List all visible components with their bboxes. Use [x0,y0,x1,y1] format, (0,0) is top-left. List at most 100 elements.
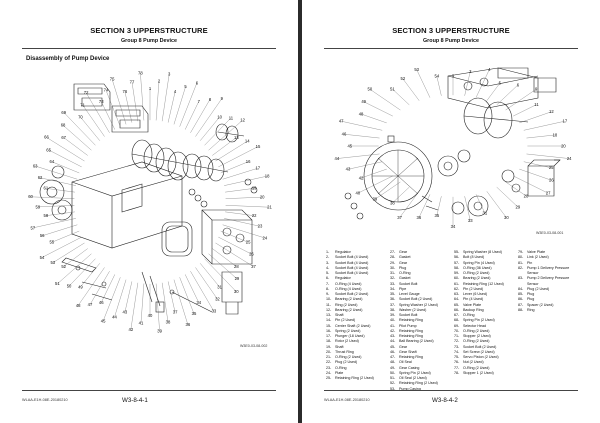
callout-number: 50 [67,284,72,289]
part-number: 73- [454,344,460,349]
part-number: 9- [326,292,330,296]
leader-line [85,92,110,133]
parts-list-row: 53-Pump Casing [390,387,452,392]
leader-line [399,191,420,218]
parts-list-row: 28-Gasket [390,255,452,260]
part-name: Valve Plate [463,302,482,307]
leader-line [218,146,259,168]
callout-number: 8 [209,97,212,102]
leader-line [48,149,82,168]
part-number: 32- [390,276,396,281]
leader-line [80,263,100,288]
leader-line [369,89,401,111]
leader-line [80,116,100,141]
callout-number: 45 [347,143,352,148]
part-number: 67- [454,313,460,317]
part-number: 34- [390,286,396,291]
parts-list-row: 31-O-Ring [390,271,452,276]
part-name: Bearing (2 Used) [463,276,491,281]
leader-line [105,90,121,127]
leader-line [45,188,75,193]
leader-line [155,80,160,121]
part-number: 19- [326,344,332,349]
parts-list-row: 5-Socket Bolt (4 Used) [326,271,388,276]
page-number: W3-8-4-2 [432,397,458,404]
leader-line [436,196,442,216]
part-name: Gear [399,260,408,265]
callout-number: 14 [245,139,250,144]
part-number: 64- [454,297,460,302]
leader-line [173,279,189,325]
parts-list-row: 1-Regulator [326,250,388,255]
parts-list-row: 88-Ring [518,308,580,313]
callout-number: 11 [229,115,234,120]
parts-list-row: 10-Bearing (2 Used) [326,297,388,302]
part-name: Pin (2 Used) [463,286,484,291]
callout-number: 30 [234,289,239,294]
leader-line [52,242,85,263]
part-name: Rotor (2 Used) [335,339,359,344]
part-number: 12- [326,307,332,312]
leader-line [111,79,127,125]
parts-list-row: 11-Ring (2 Used) [326,303,388,308]
callout-number: 22 [252,213,257,218]
part-number: 4- [326,265,330,270]
part-number: 74- [454,349,460,354]
part-number: 11- [326,302,331,307]
part-name: Gear [399,250,408,254]
part-name: Plug (2 Used) [527,286,550,291]
callout-number: 49 [78,284,83,289]
part-name: Stopper 1 (2 Used) [463,370,494,375]
parts-list-row: 66-Backup Ring [454,308,516,313]
part-name: Plug (2 Used) [335,360,358,365]
part-number: 17- [326,334,332,338]
part-number: 59- [454,271,460,275]
callout-number: 48 [359,111,364,116]
callout-number: 44 [112,315,117,320]
callout-number: 12 [549,109,554,114]
leader-line [41,236,82,258]
parts-list-row: 30-Plug [390,266,452,271]
header-rule [324,48,578,49]
leader-line [63,137,88,156]
parts-list-row: 65-Valve Plate [454,303,516,308]
part-number: 84- [518,286,524,291]
callout-number: 32 [215,296,220,301]
callout-number: 56 [40,233,45,238]
part-name: Servo Piston (2 Used) [463,355,499,359]
callout-number: 34 [196,300,201,305]
part-name: Plate [335,370,344,375]
callout-number: 66 [44,135,49,140]
callout-number: 36 [417,215,422,220]
callout-number: 39 [373,197,378,202]
callout-number: 5 [499,81,502,86]
part-number: 85- [518,292,524,296]
leader-line [374,181,401,200]
footer-rule [22,390,276,391]
callout-number: 69 [61,110,66,115]
part-number: 37- [390,302,396,307]
part-name: Pin (4 Used) [463,297,484,302]
leader-line [343,134,380,139]
callout-number: 30 [504,215,509,220]
leader-line [37,205,75,208]
leader-line [220,161,249,174]
figure-ref: W3E0-03-08-001 [536,231,564,235]
leader-line [416,69,431,98]
parts-list-row: 29-Gear [390,261,452,266]
part-number: 55- [454,250,460,254]
callout-number: 27 [251,264,256,269]
callout-number: 34 [451,224,456,229]
leader-line [204,117,232,146]
callout-number: 2 [158,78,161,83]
callout-number: 55 [50,240,55,245]
part-number: 56- [454,255,460,260]
parts-list-row: 12-Bearing (2 Used) [326,308,388,313]
callout-number: 3 [469,69,472,74]
callout-number: 46 [342,132,347,137]
callout-number: 46 [99,300,104,305]
parts-list-row: 48-Oil Seal [390,360,452,365]
parts-list-row: 76-Nut (2 Used) [454,360,516,365]
part-name: Washer (2 Used) [399,307,427,312]
